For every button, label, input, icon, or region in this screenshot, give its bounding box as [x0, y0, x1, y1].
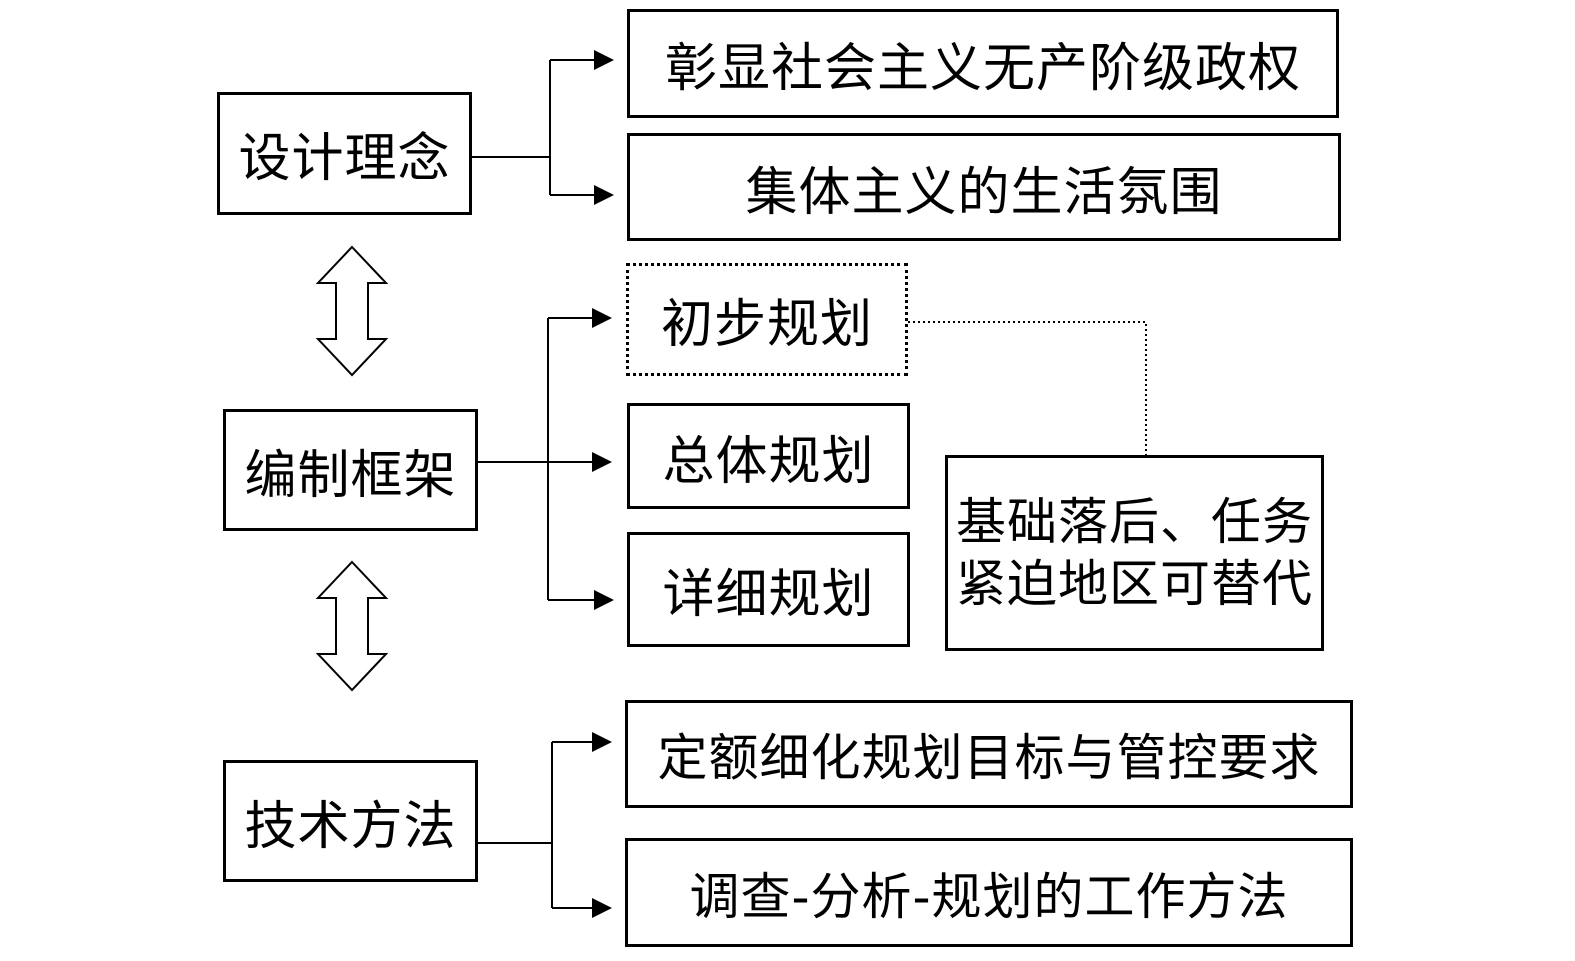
- design-item-label: 彰显社会主义无产阶级政权: [664, 39, 1301, 99]
- framework-label: 编制框架: [244, 445, 457, 506]
- technique-item-label: 调查-分析-规划的工作方法: [689, 867, 1289, 926]
- design-item-collective-life: 集体主义的生活氛围: [627, 133, 1341, 241]
- double-arrow-icon: [315, 245, 389, 377]
- design-connectors: [472, 50, 614, 205]
- technique-box: 技术方法: [223, 760, 478, 882]
- technique-connectors: [478, 732, 612, 918]
- detailed-plan-box: 详细规划: [627, 532, 910, 647]
- technique-item-label: 定额细化规划目标与管控要求: [657, 729, 1321, 787]
- note-line-1: 基础落后、任务: [956, 493, 1313, 551]
- framework-connectors: [478, 308, 614, 610]
- design-concept-label: 设计理念: [238, 129, 451, 189]
- preliminary-plan-label: 初步规划: [660, 295, 873, 355]
- design-item-socialist-regime: 彰显社会主义无产阶级政权: [627, 9, 1339, 118]
- design-concept-box: 设计理念: [217, 92, 472, 215]
- substitute-note-box: 基础落后、任务 紧迫地区可替代: [945, 455, 1324, 651]
- overall-plan-box: 总体规划: [627, 403, 910, 509]
- double-arrow-icon: [315, 560, 389, 692]
- dotted-link: [908, 321, 1147, 455]
- detailed-plan-label: 详细规划: [662, 565, 875, 625]
- design-item-label: 集体主义的生活氛围: [745, 162, 1223, 223]
- framework-box: 编制框架: [223, 409, 478, 531]
- preliminary-plan-box: 初步规划: [626, 263, 908, 376]
- technique-label: 技术方法: [244, 796, 457, 857]
- overall-plan-label: 总体规划: [662, 431, 875, 492]
- technique-item-quota: 定额细化规划目标与管控要求: [625, 700, 1353, 808]
- note-line-2: 紧迫地区可替代: [956, 555, 1313, 613]
- technique-item-survey: 调查-分析-规划的工作方法: [625, 838, 1353, 947]
